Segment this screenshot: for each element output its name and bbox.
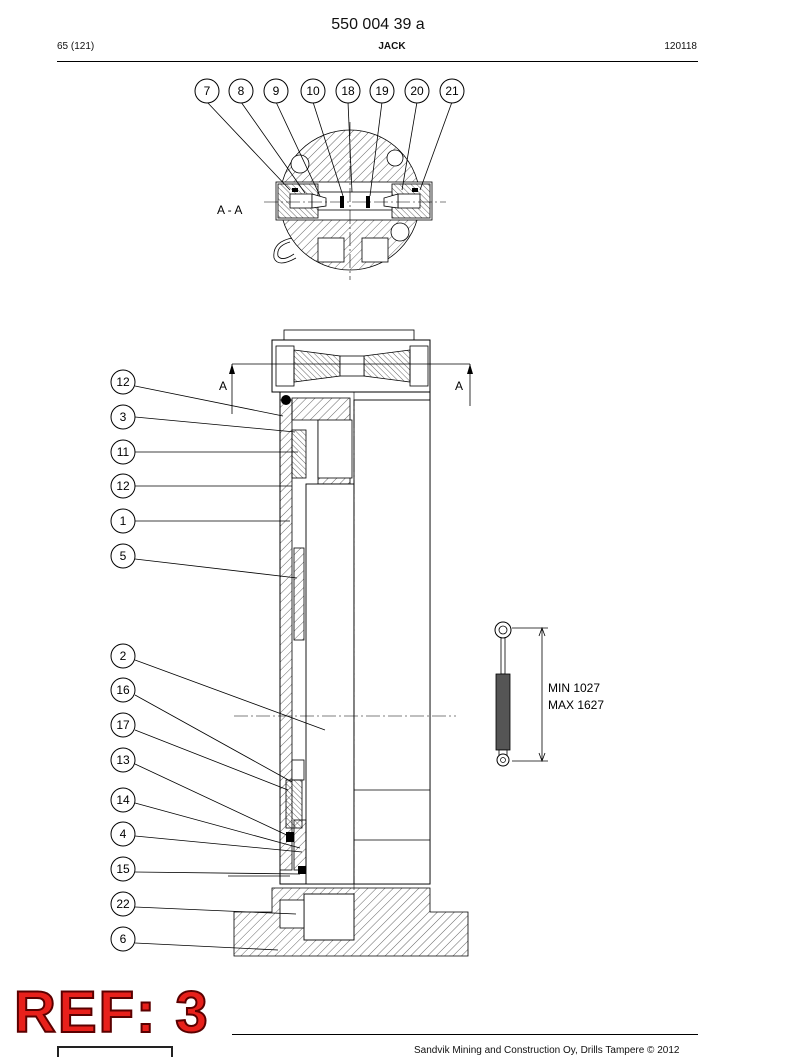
svg-text:4: 4 <box>120 827 127 841</box>
callout-18: 18 <box>335 78 361 104</box>
callout-6: 6 <box>110 926 136 952</box>
svg-text:19: 19 <box>375 84 389 98</box>
callout-14: 14 <box>110 787 136 813</box>
section-a-a-view <box>206 101 453 280</box>
svg-text:8: 8 <box>238 84 245 98</box>
callout-8: 8 <box>228 78 254 104</box>
jack-overview-icon <box>494 621 548 767</box>
callout-2: 2 <box>110 643 136 669</box>
dimension-min: MIN 1027 <box>548 681 600 695</box>
svg-text:16: 16 <box>116 683 130 697</box>
svg-text:18: 18 <box>341 84 355 98</box>
section-label: A - A <box>217 203 242 217</box>
document-date: 120118 <box>664 41 697 52</box>
callout-3: 3 <box>110 404 136 430</box>
callout-9: 9 <box>263 78 289 104</box>
callout-10: 10 <box>300 78 326 104</box>
callout-12-a: 12 <box>110 369 136 395</box>
svg-text:3: 3 <box>120 410 127 424</box>
svg-text:11: 11 <box>117 445 130 459</box>
dimension-max: MAX 1627 <box>548 698 604 712</box>
page-number: 65 (121) <box>57 41 95 52</box>
svg-text:1: 1 <box>120 514 127 528</box>
document-number: 550 004 39 a <box>331 16 425 33</box>
header-rule <box>57 61 698 62</box>
callout-7: 7 <box>194 78 220 104</box>
svg-text:15: 15 <box>116 862 130 876</box>
svg-text:12: 12 <box>116 375 130 389</box>
footer-rule <box>232 1034 698 1035</box>
svg-text:2: 2 <box>120 649 127 663</box>
callout-17: 17 <box>110 712 136 738</box>
callout-5: 5 <box>110 543 136 569</box>
svg-text:22: 22 <box>116 897 130 911</box>
callout-22: 22 <box>110 891 136 917</box>
cut-mark-left: A <box>219 379 227 393</box>
svg-text:17: 17 <box>116 718 130 732</box>
callout-12-b: 12 <box>110 473 136 499</box>
cut-mark-right: A <box>455 379 463 393</box>
svg-text:20: 20 <box>410 84 424 98</box>
svg-text:6: 6 <box>120 932 127 946</box>
logo-strip <box>57 1046 173 1057</box>
svg-text:5: 5 <box>120 549 127 563</box>
footer-copyright: Sandvik Mining and Construction Oy, Dril… <box>414 1045 680 1056</box>
ref-stamp: REF: 3 <box>13 980 210 1045</box>
svg-text:21: 21 <box>445 84 459 98</box>
callout-1: 1 <box>110 508 136 534</box>
svg-text:7: 7 <box>204 84 211 98</box>
svg-text:14: 14 <box>116 793 130 807</box>
callout-13: 13 <box>110 747 136 773</box>
svg-text:13: 13 <box>116 753 130 767</box>
callout-21: 21 <box>439 78 465 104</box>
callout-20: 20 <box>404 78 430 104</box>
callout-19: 19 <box>369 78 395 104</box>
callout-11: 11 <box>110 439 136 465</box>
svg-text:10: 10 <box>306 84 320 98</box>
jack-cylinder-section <box>134 329 473 957</box>
svg-text:9: 9 <box>273 84 280 98</box>
callout-16: 16 <box>110 677 136 703</box>
callout-4: 4 <box>110 821 136 847</box>
svg-text:12: 12 <box>116 479 130 493</box>
callout-15: 15 <box>110 856 136 882</box>
document-title: JACK <box>378 41 406 52</box>
